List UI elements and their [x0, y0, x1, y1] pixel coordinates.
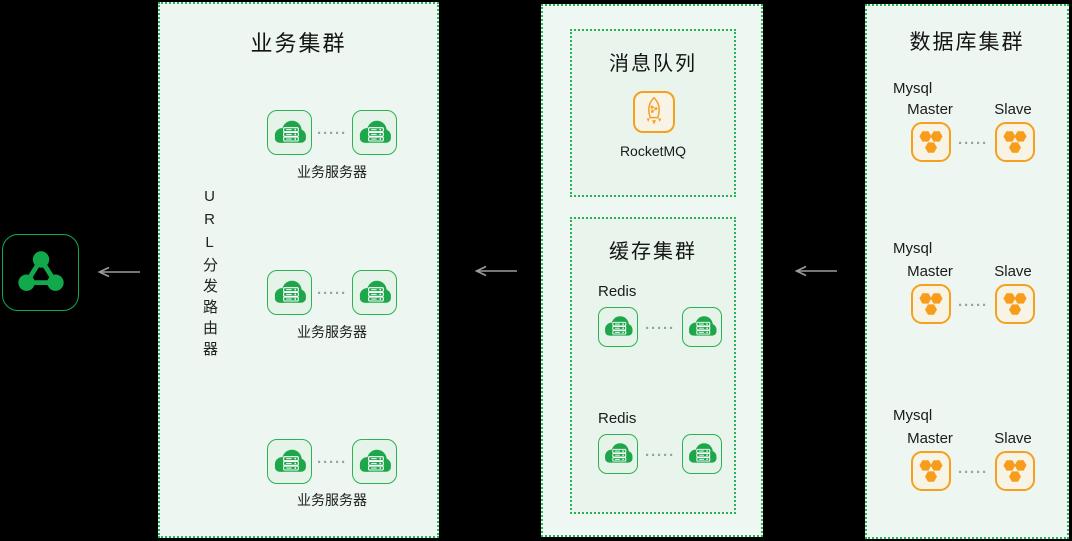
mysql-hexagon-icon [919, 131, 943, 153]
master-label: Master [907, 101, 953, 118]
business-server-icon-box [352, 270, 397, 315]
redis-server-icon-box [682, 434, 722, 474]
cloud-server-icon [604, 315, 633, 337]
arrow-left-icon [475, 265, 518, 277]
ellipsis-dots: ····· [645, 320, 675, 337]
mysql-master-icon-box [911, 122, 951, 162]
mysql-label: Mysql [893, 407, 933, 424]
mysql-slave-icon-box [995, 451, 1035, 491]
rocketmq-label: RocketMQ [619, 143, 687, 159]
business-server-icon-box [267, 439, 312, 484]
ellipsis-dots: ····· [958, 135, 988, 152]
cloud-server-icon [359, 448, 392, 472]
redis-server-icon-box [598, 307, 638, 347]
cloud-server-icon [274, 279, 307, 303]
mysql-slave-icon-box [995, 122, 1035, 162]
master-label: Master [907, 430, 953, 447]
cache-cluster-title: 缓存集群 [609, 241, 697, 263]
url-router-icon-box [2, 234, 79, 311]
redis-server-icon-box [598, 434, 638, 474]
business-server-icon-box [267, 270, 312, 315]
cloud-server-icon [688, 442, 717, 464]
ellipsis-dots: ····· [317, 125, 347, 142]
mysql-hexagon-icon [1003, 293, 1027, 315]
arrow-left-icon [98, 266, 141, 278]
middle-panel: 消息队列 RocketMQ 缓存集群 Redis ····· Redis ···… [541, 4, 763, 537]
mysql-hexagon-icon [919, 460, 943, 482]
cloud-server-icon [688, 315, 717, 337]
redis-server-icon-box [682, 307, 722, 347]
redis-label: Redis [598, 410, 637, 427]
mysql-slave-icon-box [995, 284, 1035, 324]
business-cluster-panel: 业务集群 URL分发路由器 ····· 业务服务器 ····· 业务服务器 ··… [158, 2, 439, 538]
cloud-server-icon [274, 119, 307, 143]
arrow-left-icon [795, 265, 838, 277]
mysql-master-icon-box [911, 284, 951, 324]
mysql-label: Mysql [893, 240, 933, 257]
slave-label: Slave [994, 101, 1032, 118]
mysql-hexagon-icon [919, 293, 943, 315]
slave-label: Slave [994, 430, 1032, 447]
cloud-server-icon [359, 279, 392, 303]
business-server-label: 业务服务器 [297, 164, 367, 180]
ellipsis-dots: ····· [958, 297, 988, 314]
ellipsis-dots: ····· [317, 285, 347, 302]
cloud-server-icon [359, 119, 392, 143]
message-queue-title: 消息队列 [609, 53, 697, 75]
business-cluster-title: 业务集群 [250, 31, 347, 56]
network-cluster-icon [17, 250, 64, 291]
message-queue-panel: 消息队列 RocketMQ [570, 29, 736, 197]
redis-label: Redis [598, 283, 637, 300]
ellipsis-dots: ····· [645, 447, 675, 464]
business-server-icon-box [267, 110, 312, 155]
mysql-master-icon-box [911, 451, 951, 491]
business-server-label: 业务服务器 [297, 492, 367, 508]
cache-cluster-panel: 缓存集群 Redis ····· Redis ····· [570, 217, 736, 514]
cloud-server-icon [604, 442, 633, 464]
database-cluster-panel: 数据库集群 Mysql Master Slave ····· Mysql Mas… [865, 4, 1069, 539]
ellipsis-dots: ····· [958, 464, 988, 481]
mysql-hexagon-icon [1003, 460, 1027, 482]
database-cluster-title: 数据库集群 [909, 31, 1025, 54]
business-server-icon-box [352, 110, 397, 155]
mysql-label: Mysql [893, 80, 933, 97]
rocketmq-rocket-icon [645, 97, 663, 126]
business-server-icon-box [352, 439, 397, 484]
ellipsis-dots: ····· [317, 454, 347, 471]
slave-label: Slave [994, 263, 1032, 280]
url-router-vertical-label: URL分发路由器 [201, 188, 218, 362]
master-label: Master [907, 263, 953, 280]
rocketmq-icon-box [633, 91, 675, 133]
mysql-hexagon-icon [1003, 131, 1027, 153]
cloud-server-icon [274, 448, 307, 472]
business-server-label: 业务服务器 [297, 324, 367, 340]
